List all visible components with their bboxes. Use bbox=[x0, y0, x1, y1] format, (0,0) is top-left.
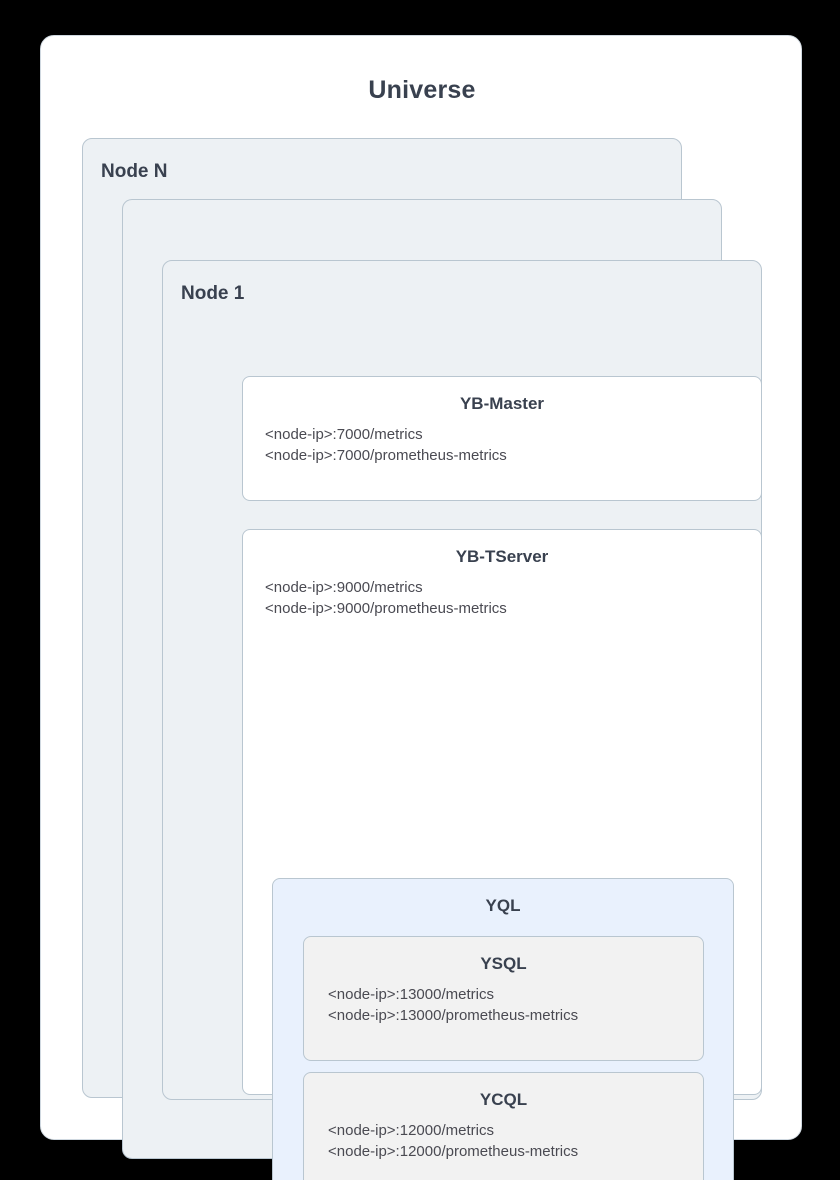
universe-title: Universe bbox=[368, 76, 476, 104]
ycql-box: YCQL <node-ip>:12000/metrics <node-ip>:1… bbox=[303, 1072, 704, 1180]
yb-master-endpoints: <node-ip>:7000/metrics <node-ip>:7000/pr… bbox=[243, 424, 761, 467]
yb-tserver-endpoint-prometheus: <node-ip>:9000/prometheus-metrics bbox=[265, 600, 507, 618]
yb-tserver-endpoint-metrics: <node-ip>:9000/metrics bbox=[265, 579, 423, 596]
ycql-title: YCQL bbox=[479, 1090, 528, 1109]
ycql-endpoints: <node-ip>:12000/metrics <node-ip>:12000/… bbox=[304, 1120, 703, 1163]
ysql-endpoints: <node-ip>:13000/metrics <node-ip>:13000/… bbox=[304, 984, 703, 1027]
ycql-endpoint-metrics: <node-ip>:12000/metrics bbox=[328, 1122, 494, 1139]
yql-box: YQL YSQL <node-ip>:13000/metrics <node-i… bbox=[272, 878, 734, 1180]
yb-master-box: YB-Master <node-ip>:7000/metrics <node-i… bbox=[242, 376, 762, 501]
node-1-label: Node 1 bbox=[181, 283, 245, 304]
ysql-box: YSQL <node-ip>:13000/metrics <node-ip>:1… bbox=[303, 936, 704, 1061]
yb-master-endpoint-prometheus: <node-ip>:7000/prometheus-metrics bbox=[265, 447, 507, 465]
universe-card: Universe Node N ... Node 1 YB-Master <no… bbox=[40, 35, 802, 1180]
ysql-title: YSQL bbox=[480, 954, 527, 973]
ysql-endpoint-prometheus: <node-ip>:13000/prometheus-metrics bbox=[328, 1007, 579, 1025]
yb-tserver-title: YB-TServer bbox=[455, 547, 549, 566]
yb-master-title: YB-Master bbox=[459, 394, 545, 413]
yb-tserver-box: YB-TServer <node-ip>:9000/metrics <node-… bbox=[242, 529, 762, 1180]
ycql-endpoint-prometheus: <node-ip>:12000/prometheus-metrics bbox=[328, 1143, 579, 1161]
yb-tserver-endpoints: <node-ip>:9000/metrics <node-ip>:9000/pr… bbox=[243, 577, 761, 620]
node-card-node-1: Node 1 YB-Master <node-ip>:7000/metrics … bbox=[162, 260, 762, 1180]
ysql-endpoint-metrics: <node-ip>:13000/metrics bbox=[328, 986, 494, 1003]
yql-title: YQL bbox=[485, 896, 521, 915]
node-n-label: Node N bbox=[101, 161, 168, 182]
yb-master-endpoint-metrics: <node-ip>:7000/metrics bbox=[265, 426, 423, 443]
